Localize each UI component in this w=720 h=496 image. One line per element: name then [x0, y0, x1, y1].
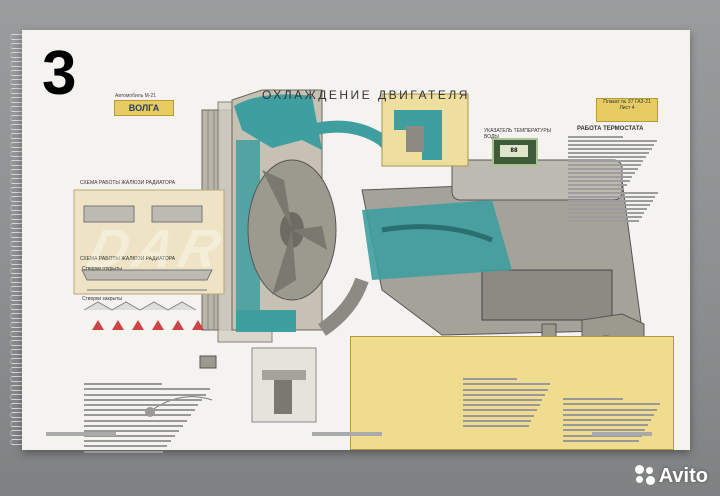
scheme-title-2: СХЕМА РАБОТЫ ЖАЛЮЗИ РАДИАТОРА [80, 256, 176, 262]
text-line [568, 176, 633, 178]
text-line [563, 424, 648, 427]
text-line [84, 440, 172, 443]
poster-title: ОХЛАЖДЕНИЕ ДВИГАТЕЛЯ [262, 88, 470, 102]
text-line [568, 216, 642, 218]
avito-logo: Avito [634, 465, 708, 488]
text-line [563, 398, 623, 401]
footer-imprint-right [592, 432, 652, 436]
text-line [84, 435, 175, 438]
text-line [84, 450, 164, 453]
text-line [84, 393, 207, 396]
engine-cooling-illustration [73, 89, 645, 423]
text-line [463, 383, 551, 386]
text-line [563, 408, 657, 411]
text-line [463, 378, 517, 381]
airflow-arrows [92, 320, 204, 330]
thermostat-valve [406, 126, 424, 152]
text-line [463, 424, 529, 427]
avito-dots-icon [634, 465, 655, 485]
footer-imprint-center [312, 432, 382, 436]
text-line [568, 156, 647, 158]
spiral-binding [8, 34, 32, 448]
avito-label: Avito [658, 465, 708, 487]
text-line [563, 429, 645, 432]
parts-legend-right [563, 395, 663, 445]
text-line [568, 144, 655, 146]
text-line [84, 424, 183, 427]
text-line [568, 152, 649, 154]
text-line [568, 172, 636, 174]
text-line [84, 419, 187, 422]
text-line [84, 403, 199, 406]
text-line [84, 383, 162, 386]
text-line [568, 188, 625, 190]
text-line [568, 168, 638, 170]
text-line [568, 208, 648, 210]
photo-number-badge: 3 [42, 39, 77, 108]
text-line [84, 414, 191, 417]
engine-block [361, 159, 643, 336]
coolant-bottom-tank [236, 310, 296, 332]
text-line [563, 439, 639, 442]
text-line [84, 445, 168, 448]
thermostat-heading: РАБОТА ТЕРМОСТАТА [577, 126, 644, 132]
shutter-scheme-drawing [81, 205, 213, 291]
text-line [568, 192, 659, 194]
parts-legend-middle [463, 375, 553, 430]
shutters-open-label: Створки открыты [82, 266, 122, 272]
temperature-gauge: 88 [492, 138, 538, 166]
text-line [568, 140, 658, 142]
text-line [463, 419, 532, 422]
text-line [568, 220, 639, 222]
text-line [463, 414, 535, 417]
shutter-blades [83, 301, 197, 311]
fan [247, 159, 337, 301]
text-line [568, 136, 624, 138]
text-line [568, 184, 627, 186]
parts-legend-left [84, 380, 214, 456]
brand-caption: Автомобиль М-21 [115, 93, 157, 99]
text-line [563, 418, 651, 421]
text-line [568, 148, 652, 150]
text-line [568, 160, 644, 162]
text-line [84, 388, 211, 391]
text-line [568, 204, 650, 206]
text-line [463, 404, 540, 407]
thermostat-coolant [394, 110, 442, 160]
text-line [463, 393, 545, 396]
poster-reference-box: Плакат № 37 ГАЗ-21 Лист 4 [596, 98, 658, 122]
shutters-closed-label: Створки закрыты [82, 296, 122, 302]
lower-hose [318, 277, 369, 336]
text-line [563, 403, 660, 406]
parts-legend-box [350, 336, 674, 450]
thermostat-text-block [568, 134, 660, 224]
gauge-value: 88 [500, 145, 528, 157]
text-line [84, 409, 195, 412]
brand-name: ВОЛГА [128, 103, 160, 113]
poster-reference: Плакат № 37 ГАЗ-21 [603, 99, 651, 105]
coolant-top-tank [234, 94, 322, 150]
text-line [563, 413, 654, 416]
scheme-title-1: СХЕМА РАБОТЫ ЖАЛЮЗИ РАДИАТОРА [80, 180, 176, 186]
watermark: DAR [81, 219, 234, 279]
text-line [568, 196, 656, 198]
text-line [568, 200, 653, 202]
footer-imprint-left [46, 432, 116, 436]
text-line [568, 212, 645, 214]
text-line [568, 164, 641, 166]
text-line [463, 409, 537, 412]
text-line [84, 398, 203, 401]
poster-sheet-number: Лист 4 [619, 105, 635, 111]
text-line [568, 180, 630, 182]
text-line [463, 398, 543, 401]
text-line [463, 388, 548, 391]
section-drawing [251, 347, 317, 423]
gauge-caption: УКАЗАТЕЛЬ ТЕМПЕРАТУРЫ ВОДЫ [484, 128, 552, 140]
text-line [84, 429, 179, 432]
